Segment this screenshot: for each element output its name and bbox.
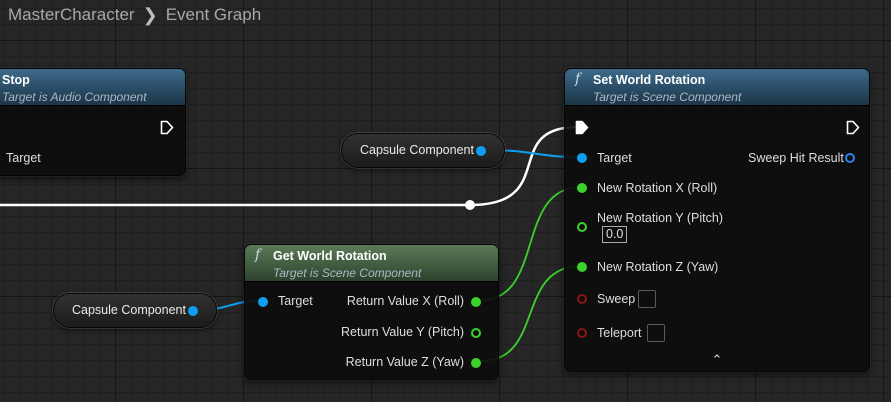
get-world-rotation-title: Get World Rotation [273, 249, 387, 263]
new-rotation-z-pin-icon[interactable] [577, 262, 587, 272]
teleport-label: Teleport [597, 326, 642, 340]
sweep-label: Sweep [597, 292, 636, 306]
new-rotation-x-pin-icon[interactable] [577, 183, 587, 193]
chevron-right-icon: ❯ [142, 4, 158, 25]
collapse-chevron-icon[interactable]: ⌃ [711, 352, 723, 367]
new-rotation-x-label: New Rotation X (Roll) [597, 181, 718, 195]
sweep-checkbox[interactable] [638, 290, 656, 308]
variable-label: Capsule Component [360, 143, 474, 157]
set-world-rotation-header[interactable]: f Set World Rotation Target is Scene Com… [565, 69, 869, 106]
capsule-component-variable-top[interactable]: Capsule Component [341, 133, 505, 168]
exec-in-pin-icon[interactable] [575, 120, 589, 135]
return-y-pin-icon[interactable] [471, 328, 481, 338]
function-icon: f [255, 247, 261, 263]
new-rotation-y-label: New Rotation Y (Pitch) [597, 211, 723, 225]
target-label: Target [597, 151, 632, 165]
set-world-rotation-subtitle: Target is Scene Component [593, 90, 742, 104]
stop-node-subtitle: Target is Audio Component [2, 90, 147, 104]
return-z-label: Return Value Z (Yaw) [345, 355, 464, 369]
target-pin-icon[interactable] [258, 297, 268, 307]
exec-out-pin-icon[interactable] [160, 120, 174, 135]
stop-node-title: Stop [2, 73, 30, 87]
return-y-label: Return Value Y (Pitch) [341, 325, 464, 339]
sweep-pin-icon[interactable] [577, 294, 587, 304]
target-pin-icon[interactable] [577, 153, 587, 163]
breadcrumb: MasterCharacter ❯ Event Graph [8, 4, 261, 26]
variable-output-pin-icon[interactable] [476, 146, 486, 156]
stop-node[interactable]: Stop Target is Audio Component Target [0, 68, 186, 176]
exec-reroute-node [465, 200, 475, 210]
function-icon: f [575, 71, 581, 87]
variable-output-pin-icon[interactable] [188, 306, 198, 316]
get-world-rotation-subtitle: Target is Scene Component [273, 266, 422, 280]
sweep-hit-result-label: Sweep Hit Result [748, 151, 844, 165]
target-label: Target [278, 294, 313, 308]
stop-node-header[interactable]: Stop Target is Audio Component [0, 69, 185, 106]
get-world-rotation-header[interactable]: f Get World Rotation Target is Scene Com… [245, 245, 498, 282]
exec-out-pin-icon[interactable] [846, 120, 860, 135]
new-rotation-z-label: New Rotation Z (Yaw) [597, 260, 719, 274]
variable-label: Capsule Component [72, 303, 186, 317]
return-x-pin-icon[interactable] [471, 297, 481, 307]
new-rotation-y-input[interactable]: 0.0 [602, 226, 628, 243]
teleport-pin-icon[interactable] [577, 328, 587, 338]
capsule-component-variable-bottom[interactable]: Capsule Component [53, 293, 217, 328]
stop-target-label: Target [6, 151, 41, 165]
get-world-rotation-node[interactable]: f Get World Rotation Target is Scene Com… [244, 244, 499, 380]
sweep-hit-result-pin-icon[interactable] [845, 153, 855, 163]
return-x-label: Return Value X (Roll) [346, 294, 464, 308]
set-world-rotation-title: Set World Rotation [593, 73, 706, 87]
new-rotation-y-pin-icon[interactable] [577, 222, 587, 232]
set-world-rotation-node[interactable]: f Set World Rotation Target is Scene Com… [564, 68, 870, 372]
teleport-checkbox[interactable] [647, 324, 665, 342]
return-z-pin-icon[interactable] [471, 358, 481, 368]
breadcrumb-graph[interactable]: Event Graph [165, 5, 262, 24]
breadcrumb-blueprint[interactable]: MasterCharacter [8, 5, 135, 24]
